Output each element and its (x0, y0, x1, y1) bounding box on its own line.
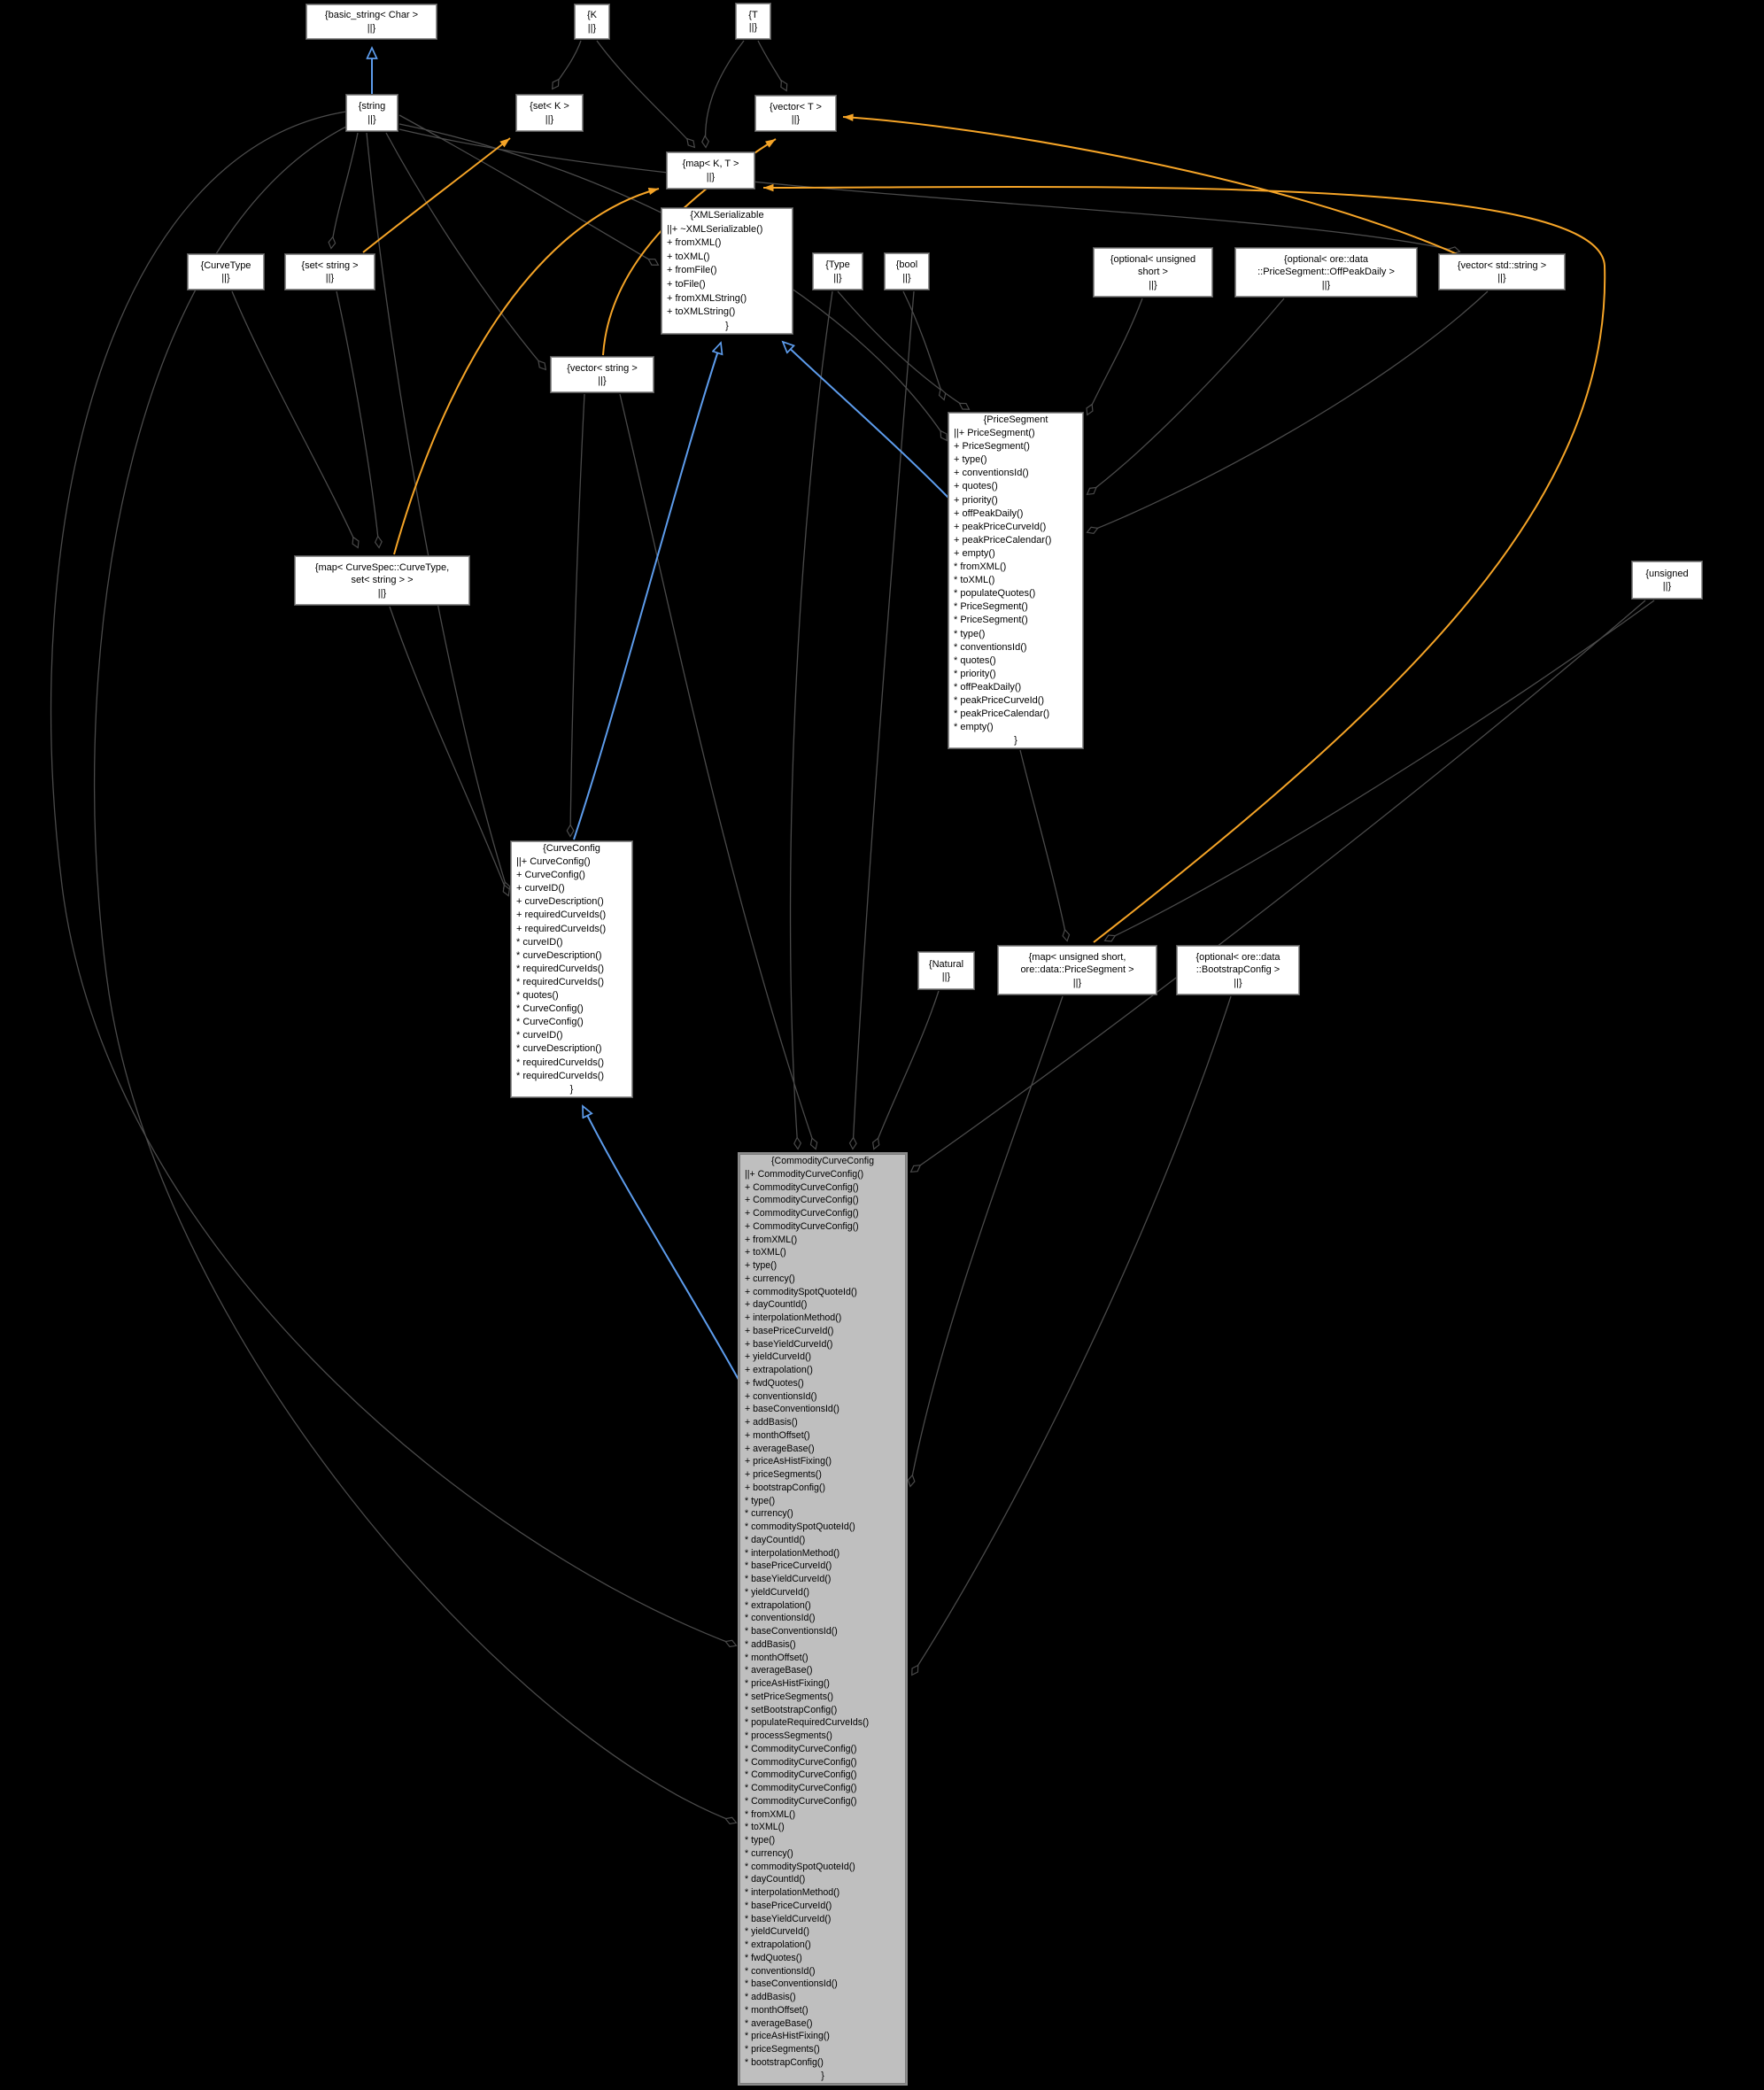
class-close-brace: } (821, 2070, 824, 2081)
class-label: {set< K > ||} (530, 101, 569, 125)
class-title: {PriceSegment (983, 414, 1048, 425)
class-label: {basic_string< Char > ||} (324, 10, 419, 34)
aggregation-edges (50, 40, 1655, 1823)
class-node-vector-t[interactable]: {vector< T > ||} (754, 95, 837, 132)
class-label: {optional< ore::data ::PriceSegment::Off… (1257, 253, 1395, 290)
template-edges (362, 113, 1606, 943)
class-node-unsigned[interactable]: {unsigned ||} (1631, 561, 1703, 600)
class-node-set-string[interactable]: {set< string > ||} (284, 253, 375, 290)
class-label: {optional< unsigned short > ||} (1110, 253, 1196, 290)
class-members: ||+ PriceSegment() + PriceSegment() + ty… (954, 428, 1052, 733)
class-label: {optional< ore::data ::BootstrapConfig >… (1195, 951, 1280, 988)
class-label: {vector< std::string > ||} (1457, 259, 1547, 284)
class-label: {Natural ||} (928, 958, 964, 983)
class-label: {bool ||} (895, 259, 918, 283)
class-label: {map< K, T > ||} (682, 159, 739, 182)
class-node-optional-bootstrapconfig[interactable]: {optional< ore::data ::BootstrapConfig >… (1176, 945, 1300, 995)
class-members: ||+ ~XMLSerializable() + fromXML() + toX… (667, 223, 763, 318)
class-label: {T ||} (748, 9, 758, 34)
class-close-brace: } (569, 1083, 574, 1095)
class-title: {CurveConfig (543, 843, 600, 854)
class-label: {CurveType ||} (200, 259, 251, 284)
class-close-brace: } (725, 320, 729, 331)
class-node-map-k-t[interactable]: {map< K, T > ||} (666, 151, 755, 190)
class-label: {string ||} (358, 101, 386, 125)
class-node-curveconfig[interactable]: {CurveConfig ||+ CurveConfig() + CurveCo… (510, 840, 633, 1098)
class-label: {map< unsigned short, ore::data::PriceSe… (1020, 951, 1134, 988)
class-node-vector-std-string[interactable]: {vector< std::string > ||} (1438, 253, 1566, 290)
class-label: {set< string > ||} (301, 259, 359, 284)
class-node-string[interactable]: {string ||} (345, 94, 398, 132)
class-label: {map< CurveSpec::CurveType, set< string … (314, 561, 450, 599)
class-members: ||+ CurveConfig() + CurveConfig() + curv… (516, 856, 607, 1081)
class-node-xmlserializable[interactable]: {XMLSerializable ||+ ~XMLSerializable() … (661, 207, 793, 335)
class-label: {vector< T > ||} (770, 101, 822, 126)
class-title: {CommodityCurveConfig (771, 1156, 874, 1166)
class-label: {Type ||} (825, 259, 850, 283)
class-node-map-ushort-pricesegment[interactable]: {map< unsigned short, ore::data::PriceSe… (997, 945, 1157, 995)
class-node-t[interactable]: {T ||} (735, 3, 771, 40)
class-node-pricesegment[interactable]: {PriceSegment ||+ PriceSegment() + Price… (948, 412, 1084, 749)
class-node-type[interactable]: {Type ||} (812, 252, 863, 290)
class-node-basic-string[interactable]: {basic_string< Char > ||} (306, 4, 437, 40)
class-node-vector-string[interactable]: {vector< string > ||} (550, 356, 654, 393)
class-label: {unsigned ||} (1645, 568, 1689, 592)
class-node-natural[interactable]: {Natural ||} (917, 951, 975, 990)
class-label: {vector< string > ||} (567, 362, 638, 387)
class-node-set-k[interactable]: {set< K > ||} (515, 94, 584, 132)
class-node-bool[interactable]: {bool ||} (884, 252, 930, 290)
class-node-commoditycurveconfig[interactable]: {CommodityCurveConfig ||+ CommodityCurve… (738, 1152, 908, 2086)
class-title: {XMLSerializable (690, 210, 764, 221)
class-node-optional-offpeakdaily[interactable]: {optional< ore::data ::PriceSegment::Off… (1234, 247, 1418, 298)
class-members: ||+ CommodityCurveConfig() + CommodityCu… (745, 1168, 870, 2068)
class-node-optional-unsigned-short[interactable]: {optional< unsigned short > ||} (1093, 247, 1213, 298)
class-node-map-curvespec-curvetype[interactable]: {map< CurveSpec::CurveType, set< string … (294, 555, 470, 606)
class-close-brace: } (1014, 735, 1017, 747)
class-node-k[interactable]: {K ||} (574, 4, 610, 40)
class-label: {K ||} (586, 10, 597, 34)
class-node-curve-type[interactable]: {CurveType ||} (187, 253, 265, 290)
inheritance-edges (372, 48, 949, 1387)
